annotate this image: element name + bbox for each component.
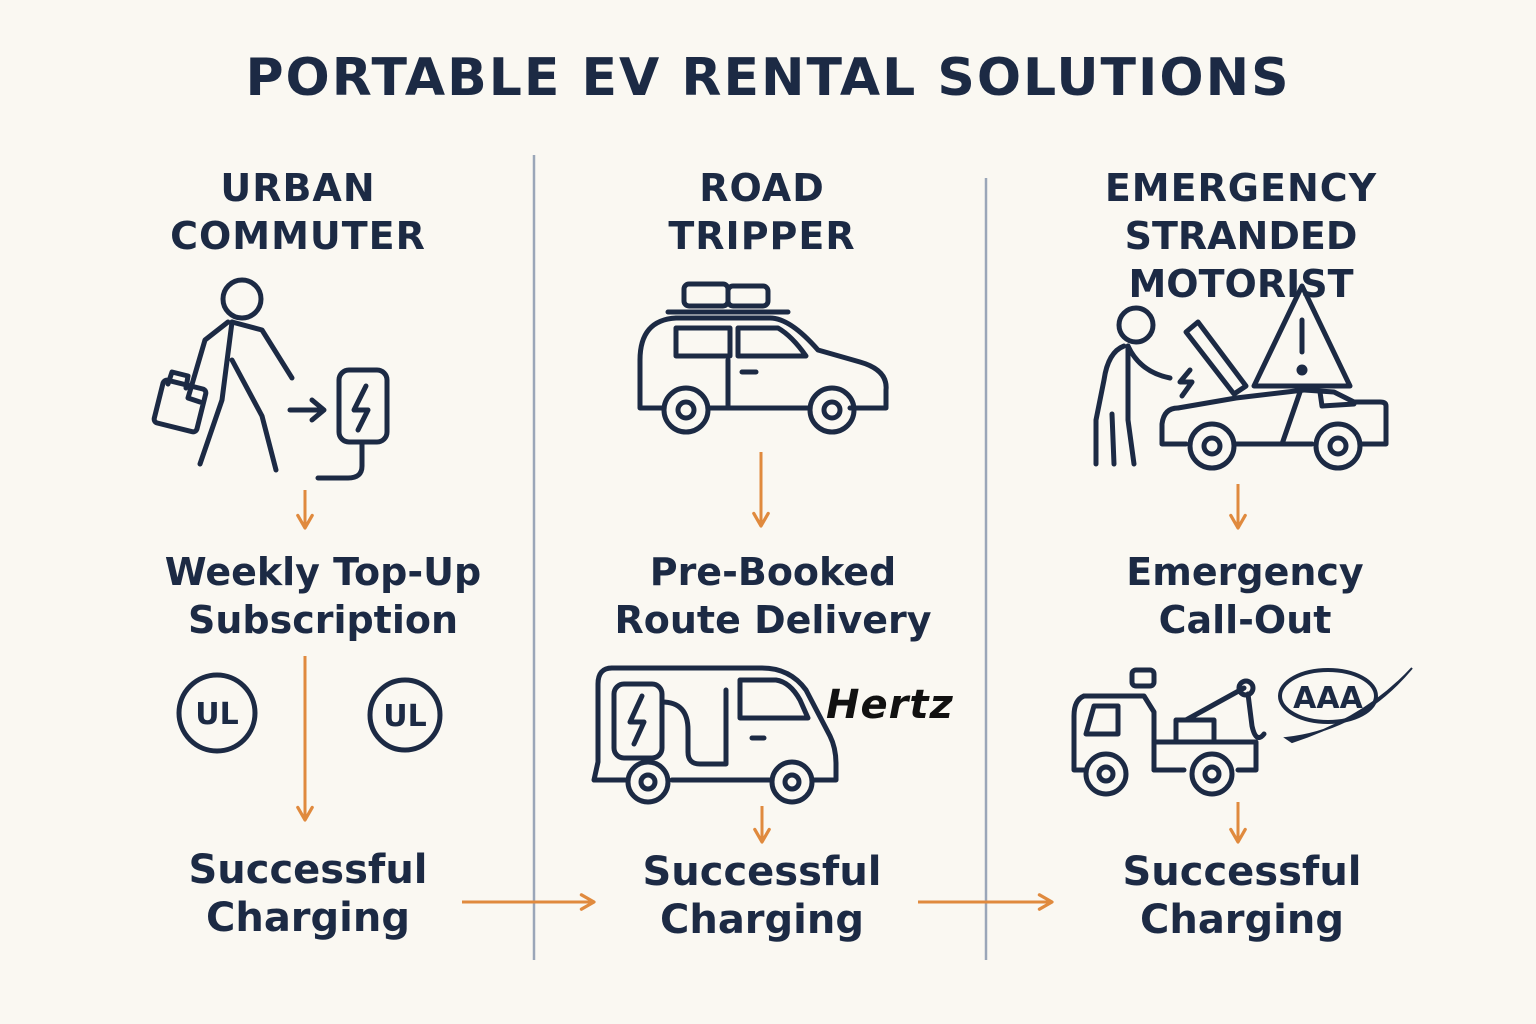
tow-truck-icon	[1071, 667, 1267, 797]
column-heading-urban-commuter: URBAN COMMUTER	[98, 164, 498, 260]
result-line: Successful	[1122, 849, 1362, 895]
broken-down-car-icon	[1159, 319, 1389, 471]
step-line: Call-Out	[1158, 598, 1332, 642]
stranded-person-icon	[1093, 305, 1173, 467]
car-roof-rack-icon	[637, 281, 889, 435]
walking-commuter-icon	[151, 277, 295, 473]
svg-text:UL: UL	[195, 697, 238, 732]
page-title: PORTABLE EV RENTAL SOLUTIONS	[245, 48, 1291, 108]
heading-line: TRIPPER	[668, 214, 856, 258]
step-pre-booked-route: Pre-Booked Route Delivery	[548, 548, 998, 644]
step-line: Pre-Booked	[649, 550, 897, 594]
svg-text:UL: UL	[383, 699, 426, 734]
step-weekly-top-up: Weekly Top-Up Subscription	[98, 548, 548, 644]
heading-line: COMMUTER	[170, 214, 426, 258]
result-line: Successful	[188, 847, 428, 893]
warning-triangle-icon	[1251, 283, 1353, 389]
ul-badge-1: UL	[176, 672, 258, 754]
result-successful-charging-2: Successful Charging	[562, 848, 962, 944]
step-line: Weekly Top-Up	[164, 550, 482, 594]
ul-badge-2: UL	[367, 677, 443, 753]
ev-charger-icon	[287, 367, 390, 481]
svg-text:AAA: AAA	[1293, 681, 1363, 716]
heading-line: STRANDED MOTORIST	[1124, 214, 1358, 306]
column-heading-road-tripper: ROAD TRIPPER	[562, 164, 962, 260]
heading-line: EMERGENCY	[1104, 166, 1378, 210]
charging-van-icon	[591, 665, 839, 805]
step-line: Subscription	[187, 598, 459, 642]
heading-line: ROAD	[699, 166, 825, 210]
step-line: Emergency	[1126, 550, 1364, 594]
result-successful-charging-3: Successful Charging	[1042, 848, 1442, 944]
result-line: Charging	[1139, 897, 1344, 943]
step-emergency-call-out: Emergency Call-Out	[1020, 548, 1470, 644]
step-line: Route Delivery	[614, 598, 932, 642]
result-line: Successful	[642, 849, 882, 895]
hertz-logo: Hertz	[826, 682, 954, 728]
result-line: Charging	[659, 897, 864, 943]
result-successful-charging-1: Successful Charging	[108, 846, 508, 942]
aaa-logo: AAA	[1278, 667, 1413, 744]
heading-line: URBAN	[220, 166, 376, 210]
result-line: Charging	[205, 895, 410, 941]
column-heading-emergency: EMERGENCY STRANDED MOTORIST	[1006, 164, 1476, 308]
